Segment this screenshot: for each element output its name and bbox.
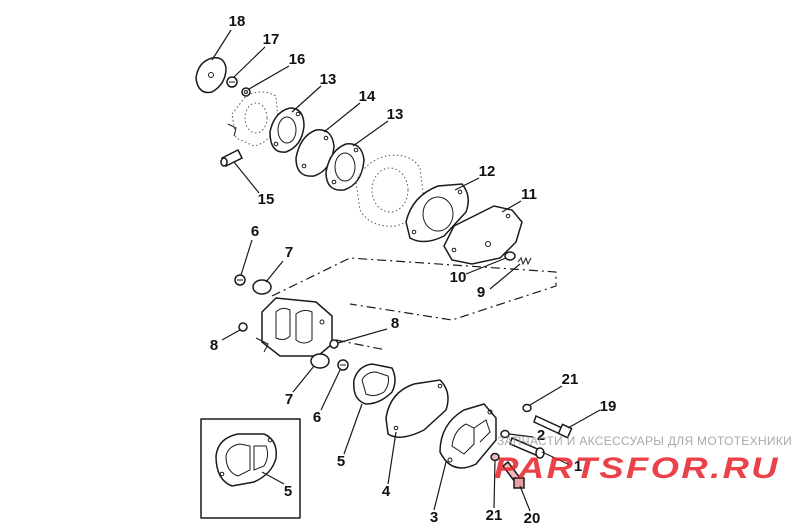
part-16-washer bbox=[241, 87, 251, 97]
part-8-washer-right bbox=[329, 339, 339, 349]
pump-upper-body bbox=[227, 91, 279, 147]
part-9-spring bbox=[517, 256, 532, 266]
callout-6-lower: 6 bbox=[313, 409, 321, 426]
callout-3: 3 bbox=[430, 509, 438, 526]
callout-15: 15 bbox=[258, 191, 275, 208]
callout-7-lower: 7 bbox=[285, 391, 293, 408]
part-7-check-valve-lower bbox=[310, 353, 330, 369]
pump-housing bbox=[355, 154, 425, 227]
callout-10: 10 bbox=[450, 269, 467, 286]
callout-6-upper: 6 bbox=[251, 223, 259, 240]
callout-17: 17 bbox=[263, 31, 280, 48]
callout-18: 18 bbox=[229, 13, 246, 30]
part-8-washer-left bbox=[238, 322, 248, 332]
part-7-check-valve-upper bbox=[252, 279, 272, 295]
part-21-washer-lower bbox=[490, 452, 500, 462]
part-4-diaphragm bbox=[385, 379, 449, 438]
part-12-gasket bbox=[405, 183, 469, 243]
callout-9: 9 bbox=[477, 284, 485, 301]
part-13-gasket-lower bbox=[325, 143, 365, 191]
part-20-bolt bbox=[501, 460, 525, 489]
callout-1: 1 bbox=[574, 458, 582, 475]
pump-body bbox=[255, 297, 333, 357]
callout-16: 16 bbox=[289, 51, 306, 68]
watermark-logo-left: PARTS bbox=[494, 452, 626, 485]
part-3-cover bbox=[439, 403, 497, 469]
leader-lines bbox=[211, 29, 601, 512]
part-15-pin bbox=[220, 148, 244, 168]
part-10-washer bbox=[504, 251, 516, 261]
callout-8-left: 8 bbox=[210, 337, 218, 354]
callout-2: 2 bbox=[537, 427, 545, 444]
callout-5-inset: 5 bbox=[284, 483, 292, 500]
callout-19: 19 bbox=[600, 398, 617, 415]
watermark-logo-right: FOR.RU bbox=[626, 452, 780, 485]
callout-13-upper: 13 bbox=[320, 71, 337, 88]
part-1-bolt bbox=[509, 436, 545, 459]
callout-12: 12 bbox=[479, 163, 496, 180]
callout-4: 4 bbox=[382, 483, 391, 500]
part-17-screw bbox=[226, 76, 238, 88]
callout-8-right: 8 bbox=[391, 315, 399, 332]
inset-box bbox=[200, 418, 301, 519]
callout-13-lower: 13 bbox=[387, 106, 404, 123]
part-18-cover-plate bbox=[195, 56, 227, 94]
watermark-tagline: ЗАПЧАСТИ И АКСЕССУАРЫ ДЛЯ МОТОТЕХНИКИ bbox=[497, 434, 792, 448]
callout-21-upper: 21 bbox=[562, 371, 579, 388]
callout-21-lower: 21 bbox=[486, 507, 503, 524]
part-11-plate bbox=[443, 205, 523, 265]
part-6-screw-upper bbox=[234, 274, 246, 286]
watermark: ЗАПЧАСТИ И АКСЕССУАРЫ ДЛЯ МОТОТЕХНИКИ PA… bbox=[494, 434, 792, 485]
part-13-gasket-upper bbox=[269, 107, 305, 153]
callout-5: 5 bbox=[337, 453, 345, 470]
part-5-gasket bbox=[353, 363, 396, 405]
part-6-screw-lower bbox=[337, 359, 349, 371]
part-21-washer-upper bbox=[522, 403, 532, 413]
part-14-diaphragm bbox=[295, 129, 335, 177]
callout-20: 20 bbox=[524, 510, 541, 527]
callout-7-upper: 7 bbox=[285, 244, 293, 261]
callout-14: 14 bbox=[359, 88, 376, 105]
callout-11: 11 bbox=[521, 186, 537, 203]
